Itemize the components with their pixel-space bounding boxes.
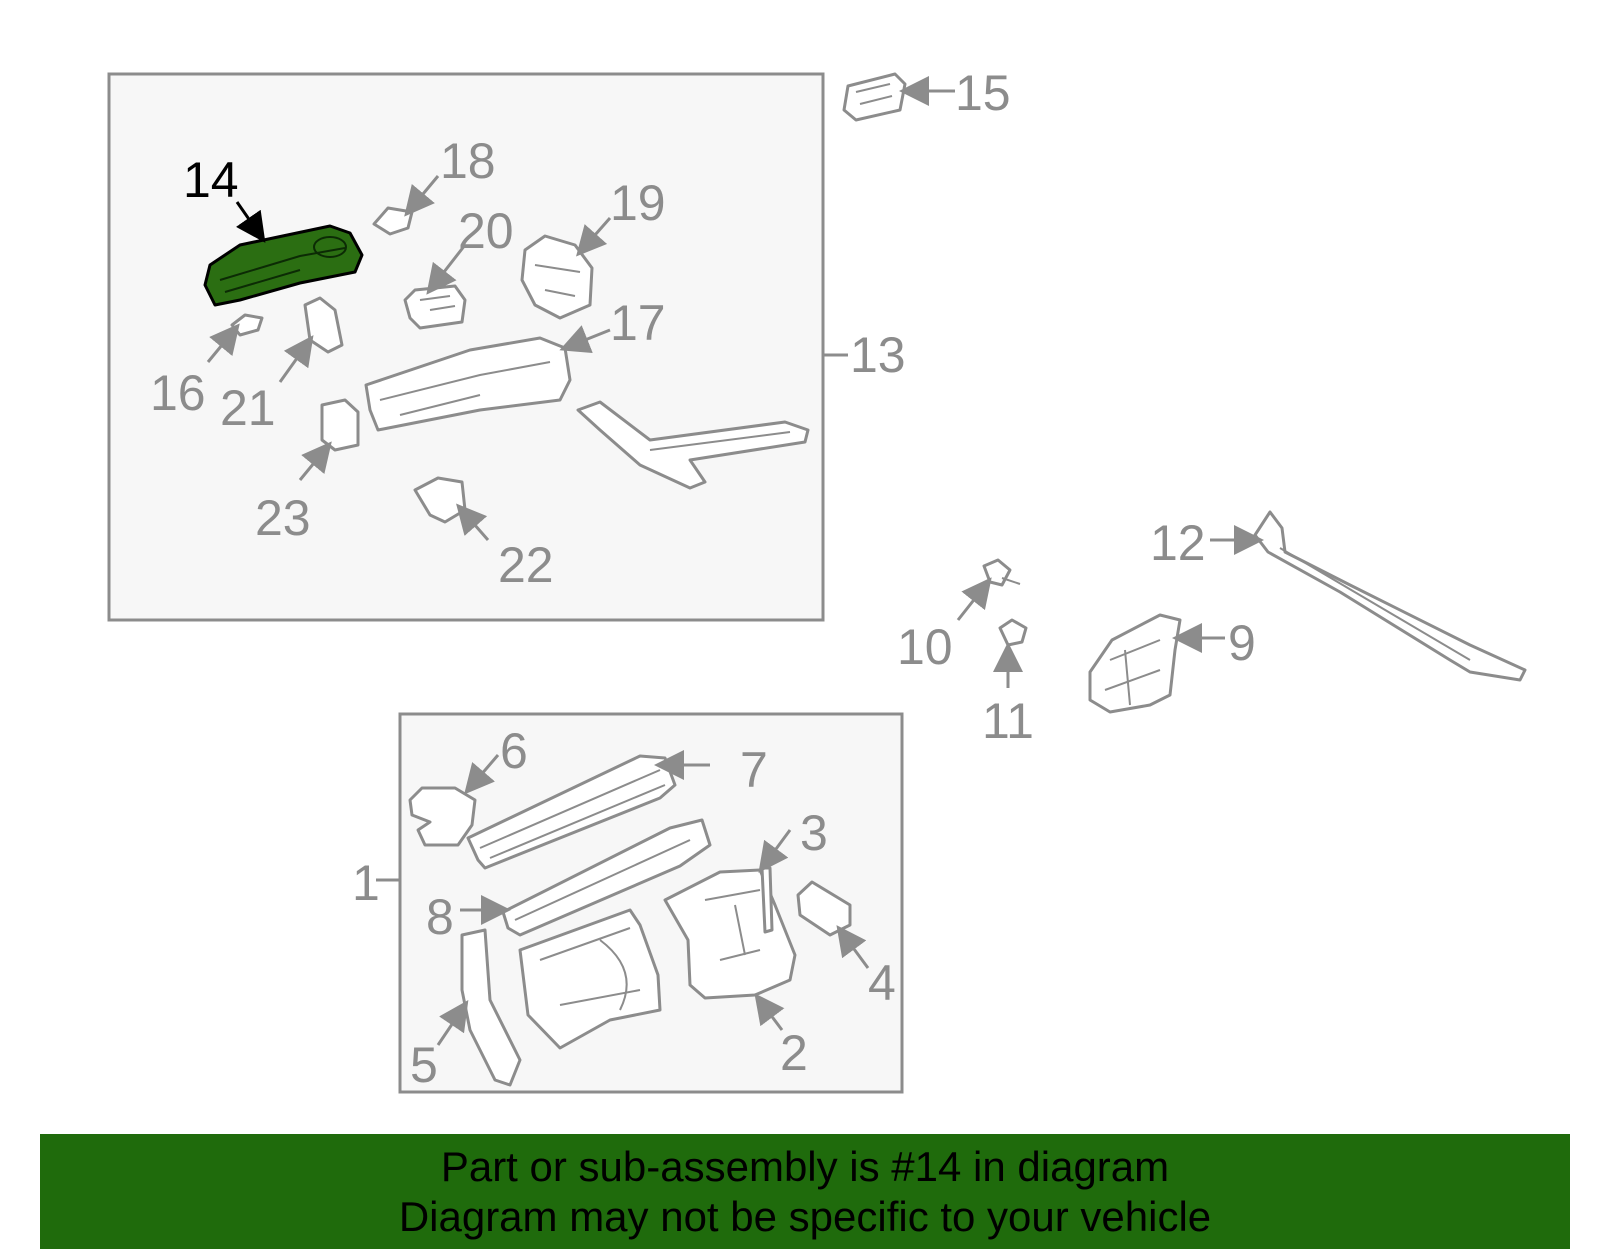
callout-22[interactable]: 22 [498, 537, 554, 593]
part-11[interactable] [998, 618, 1028, 647]
part-23[interactable] [320, 398, 360, 452]
callout-2[interactable]: 2 [780, 1025, 808, 1081]
part-9[interactable] [1088, 613, 1182, 714]
callout-11[interactable]: 11 [982, 693, 1034, 749]
part-10[interactable] [982, 558, 1021, 587]
callout-20[interactable]: 20 [458, 203, 514, 259]
callout-7[interactable]: 7 [740, 742, 768, 798]
callout-9[interactable]: 9 [1228, 615, 1256, 671]
part-8[interactable] [501, 818, 712, 937]
callout-1[interactable]: 1 [352, 855, 380, 911]
part-14-highlighted[interactable] [203, 224, 364, 307]
callout-16[interactable]: 16 [150, 365, 206, 421]
callout-6[interactable]: 6 [500, 723, 528, 779]
callout-23[interactable]: 23 [255, 490, 311, 546]
part-6[interactable] [408, 786, 477, 847]
rail-member [576, 400, 810, 490]
callout-3[interactable]: 3 [800, 805, 828, 861]
part-7[interactable] [466, 754, 677, 870]
part-12[interactable] [1253, 510, 1527, 682]
part-20[interactable] [403, 284, 467, 330]
part-15[interactable] [842, 72, 907, 122]
part-18[interactable] [372, 206, 414, 236]
part-17[interactable] [364, 336, 572, 432]
info-banner: Part or sub-assembly is #14 in diagram D… [40, 1134, 1570, 1249]
callout-4[interactable]: 4 [868, 955, 896, 1011]
parts-diagram: 15 14 18 20 19 16 21 17 [107, 65, 1527, 1094]
banner-line-1: Part or sub-assembly is #14 in diagram [440, 1143, 1170, 1190]
callout-5[interactable]: 5 [410, 1037, 438, 1093]
callout-12[interactable]: 12 [1150, 515, 1206, 571]
callout-17[interactable]: 17 [610, 295, 666, 351]
part-4[interactable] [796, 880, 852, 937]
callout-10[interactable]: 10 [897, 619, 953, 675]
callout-21[interactable]: 21 [220, 380, 276, 436]
callout-19[interactable]: 19 [610, 175, 666, 231]
callout-15[interactable]: 15 [955, 65, 1011, 121]
floor-panel [518, 908, 662, 1050]
callout-14[interactable]: 14 [183, 152, 239, 208]
part-19[interactable] [520, 234, 594, 320]
callout-13[interactable]: 13 [850, 327, 906, 383]
callout-18[interactable]: 18 [440, 133, 496, 189]
callout-8[interactable]: 8 [426, 889, 454, 945]
banner-line-2: Diagram may not be specific to your vehi… [398, 1193, 1212, 1240]
part-3[interactable] [760, 866, 774, 934]
